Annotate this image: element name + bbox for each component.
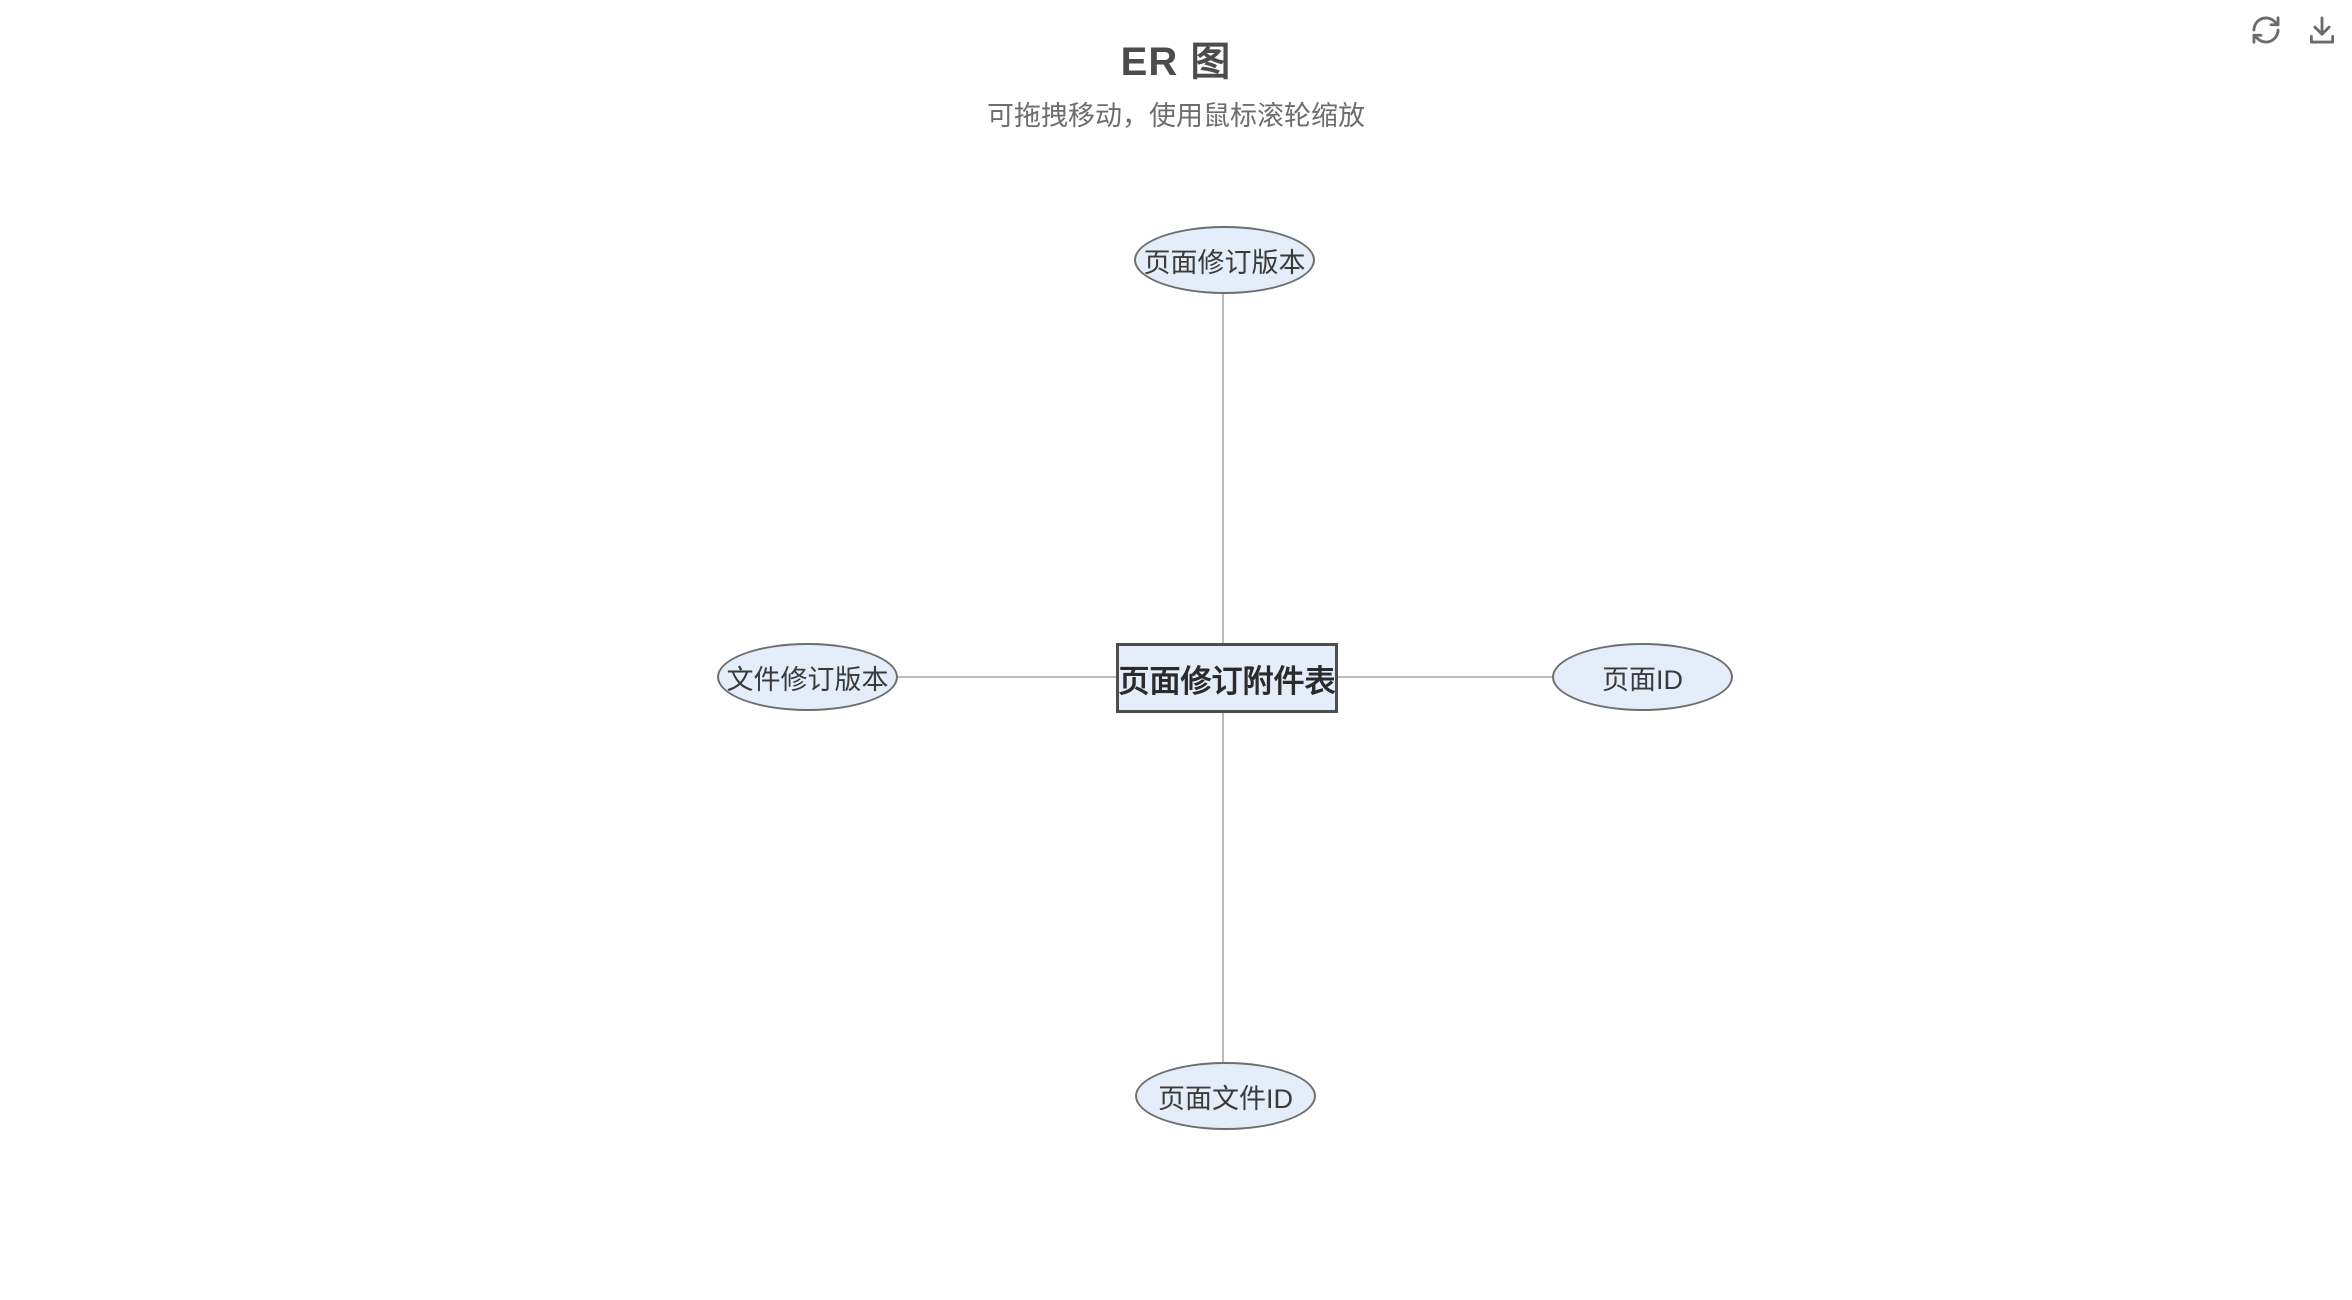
entity-label: 页面修订附件表 bbox=[1118, 663, 1336, 699]
download-button[interactable] bbox=[2302, 10, 2342, 50]
refresh-icon bbox=[2252, 16, 2280, 44]
attribute-node-bottom[interactable]: 页面文件ID bbox=[1135, 1062, 1316, 1130]
toolbar bbox=[2246, 10, 2342, 50]
diagram-header: ER 图 可拖拽移动，使用鼠标滚轮缩放 bbox=[0, 0, 2352, 130]
attribute-node-left[interactable]: 文件修订版本 bbox=[717, 643, 898, 711]
attribute-label: 文件修订版本 bbox=[726, 664, 889, 695]
attribute-node-top[interactable]: 页面修订版本 bbox=[1134, 226, 1315, 294]
entity-node[interactable]: 页面修订附件表 bbox=[1116, 643, 1338, 713]
attribute-label: 页面文件ID bbox=[1158, 1083, 1293, 1114]
download-icon bbox=[2309, 16, 2335, 44]
attribute-label: 页面修订版本 bbox=[1143, 247, 1306, 278]
attribute-node-right[interactable]: 页面ID bbox=[1552, 643, 1733, 711]
refresh-button[interactable] bbox=[2246, 10, 2286, 50]
attribute-label: 页面ID bbox=[1602, 664, 1683, 695]
page-title: ER 图 bbox=[1120, 40, 1232, 84]
page-subtitle: 可拖拽移动，使用鼠标滚轮缩放 bbox=[987, 101, 1365, 131]
